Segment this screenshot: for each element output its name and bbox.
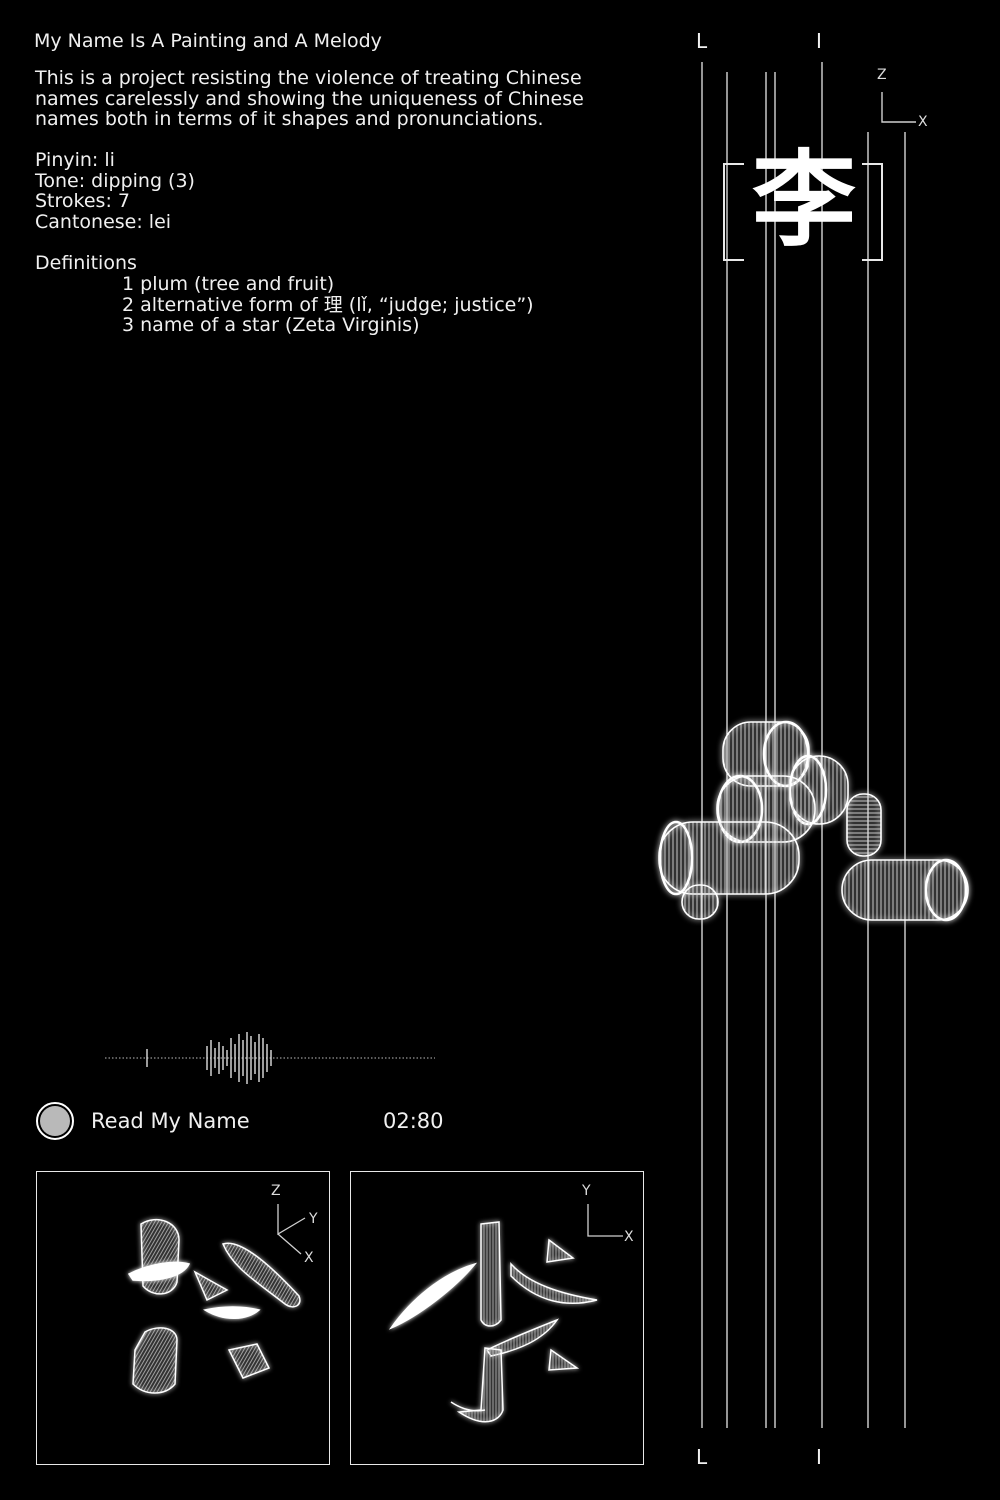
- letter-l-bottom: L: [696, 1445, 708, 1469]
- axis-x-label: X: [624, 1229, 634, 1245]
- axis-x-label: X: [304, 1250, 314, 1266]
- page-title: My Name Is A Painting and A Melody: [34, 30, 382, 52]
- axis-x-label: X: [918, 114, 928, 130]
- character-facts: Pinyin: li Tone: dipping (3) Strokes: 7 …: [35, 150, 195, 232]
- axis-z-label: Z: [877, 67, 887, 83]
- definitions-list: 1 plum (tree and fruit) 2 alternative fo…: [122, 274, 534, 336]
- record-icon: [40, 1106, 70, 1136]
- cylinder-shape: [841, 858, 969, 922]
- axis-gizmo: [881, 92, 916, 123]
- duration-text: 02:80: [383, 1109, 444, 1133]
- audio-waveform: [105, 1032, 435, 1084]
- tone-text: Tone: dipping (3): [35, 169, 195, 192]
- chinese-character: 李: [751, 138, 856, 261]
- definition-item: 3 name of a star (Zeta Virginis): [122, 314, 420, 336]
- cantonese-text: Cantonese: lei: [35, 210, 172, 233]
- axis-y-label: Y: [582, 1183, 591, 1199]
- tone-cylinders: [658, 720, 969, 922]
- letter-i-top: I: [816, 29, 822, 53]
- cylinder-shape: [658, 820, 800, 896]
- axis-y-label: Y: [309, 1211, 318, 1227]
- view-panel-front[interactable]: [350, 1171, 644, 1465]
- definitions-heading: Definitions: [35, 252, 137, 274]
- cylinder-shape: [722, 720, 810, 788]
- definition-item: 1 plum (tree and fruit): [122, 273, 335, 295]
- definition-item: 2 alternative form of 理 (lǐ, “judge; jus…: [122, 293, 534, 316]
- assembled-strokes-graphic: [388, 1204, 623, 1423]
- cylinder-shape: [846, 793, 882, 857]
- character-bracket: [723, 163, 883, 261]
- exploded-strokes-graphic: [127, 1204, 306, 1394]
- letter-l-top: L: [696, 29, 708, 53]
- cylinder-shape: [681, 884, 719, 920]
- strokes-text: Strokes: 7: [35, 190, 130, 212]
- view-panel-3d[interactable]: [36, 1171, 330, 1465]
- letter-i-bottom: I: [816, 1445, 822, 1469]
- play-button[interactable]: [36, 1102, 74, 1140]
- play-label[interactable]: Read My Name: [91, 1109, 250, 1133]
- axis-z-label: Z: [271, 1183, 281, 1199]
- pinyin-text: Pinyin: li: [35, 149, 115, 171]
- intro-paragraph: This is a project resisting the violence…: [35, 67, 584, 130]
